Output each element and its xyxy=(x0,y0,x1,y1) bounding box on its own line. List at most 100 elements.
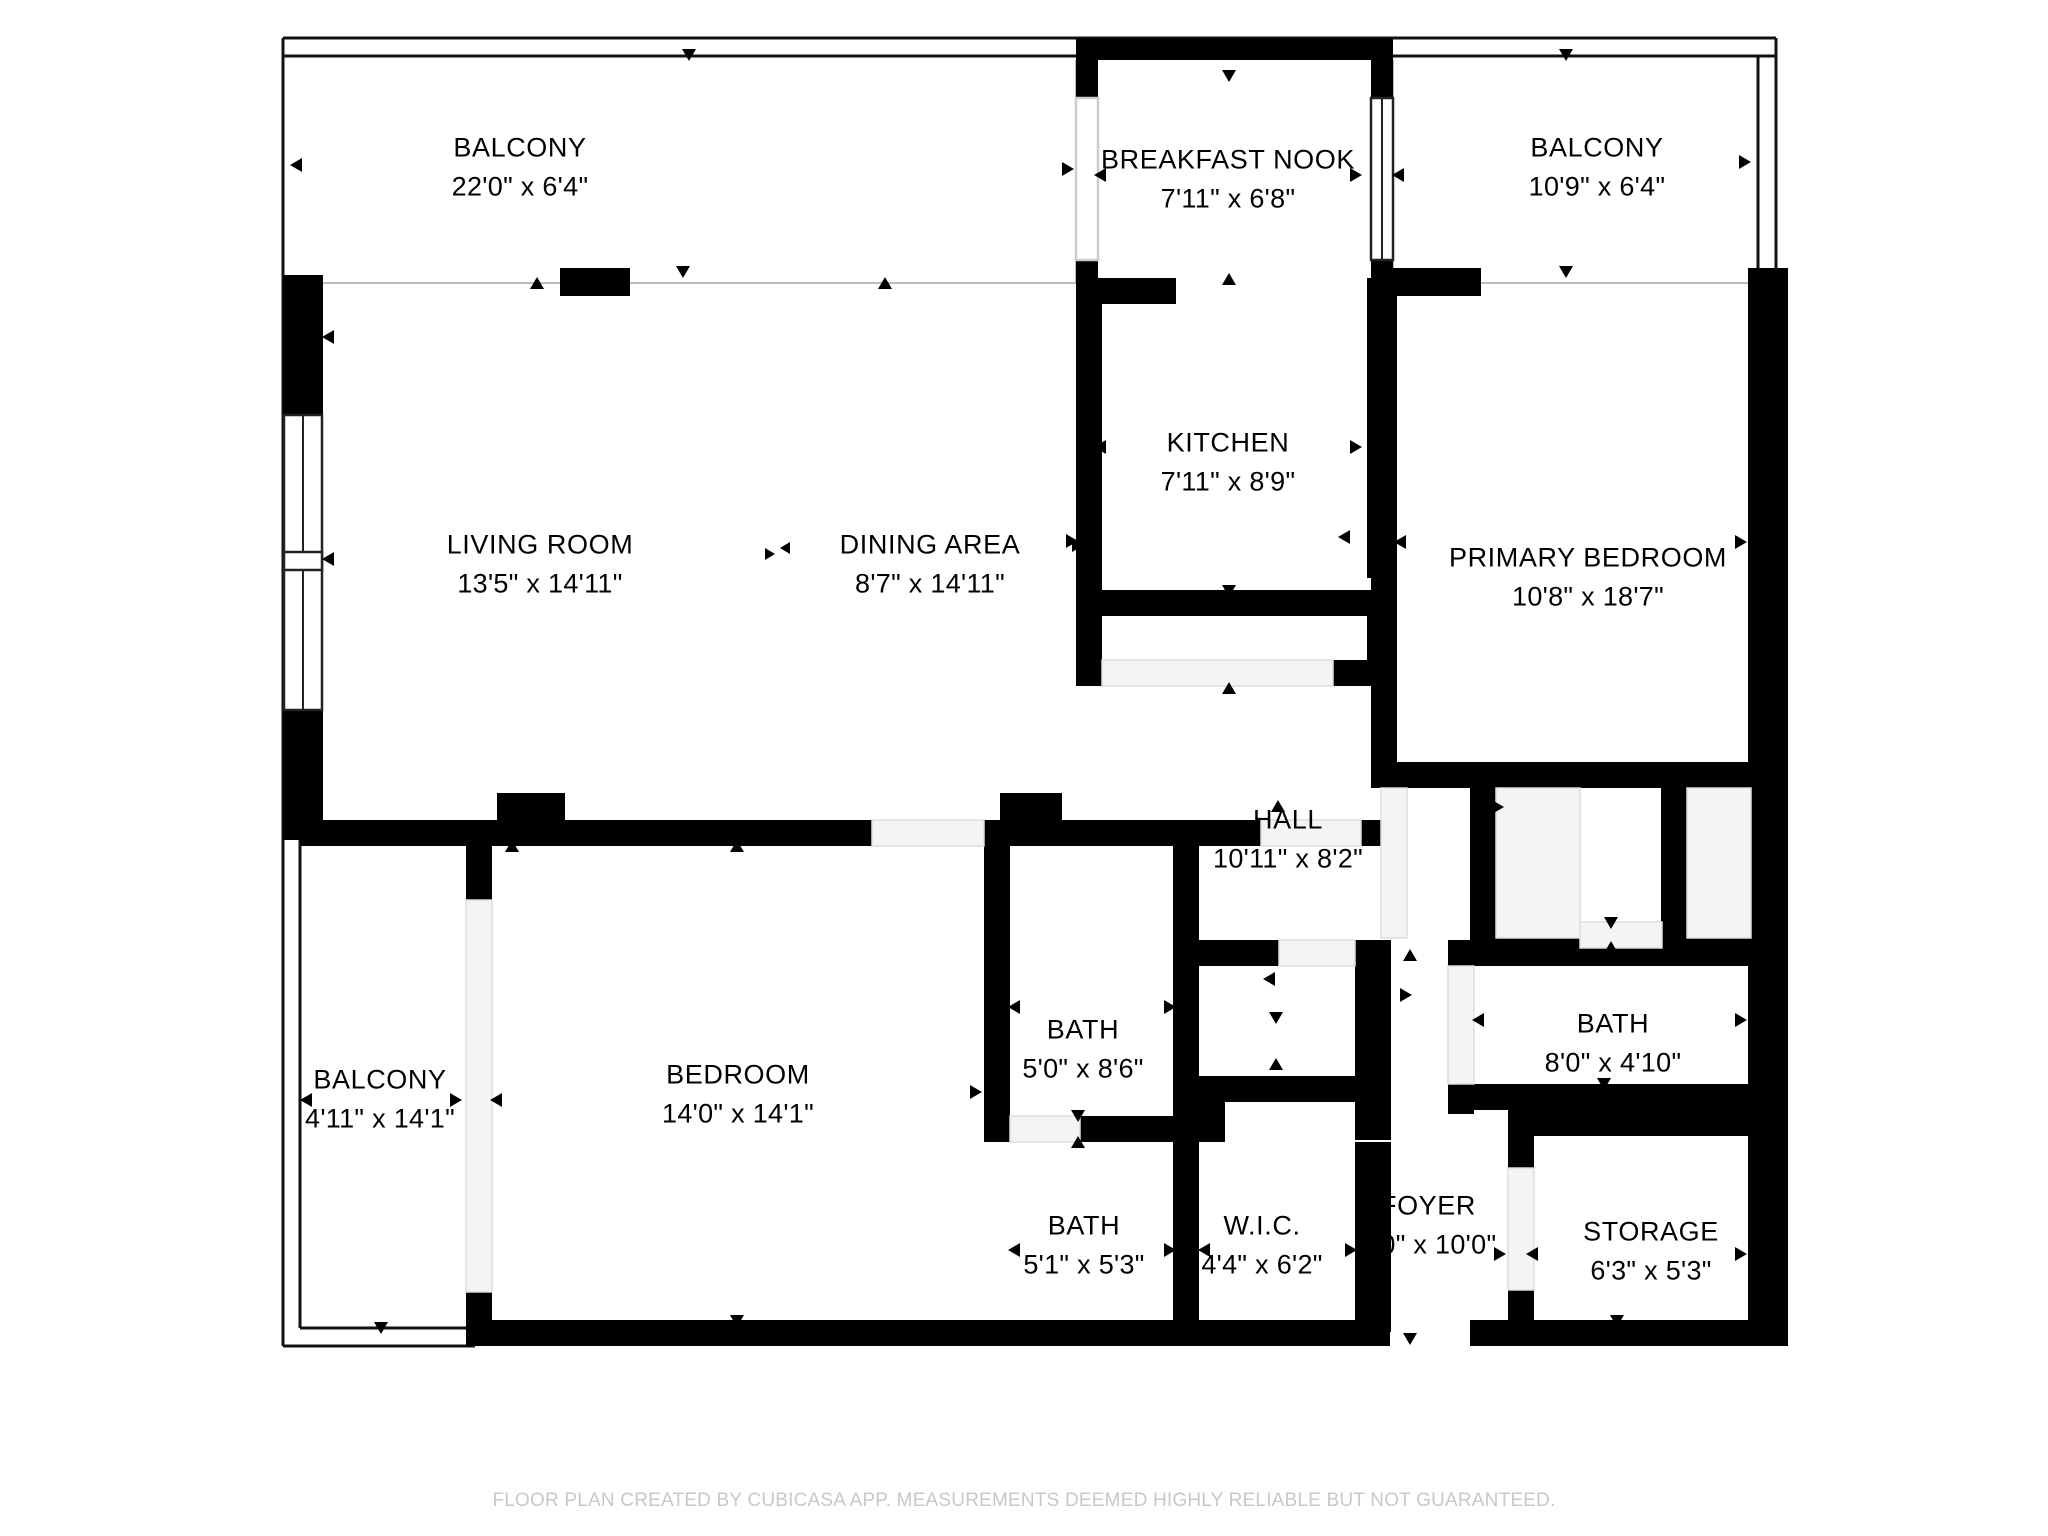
wall-bathright-bl xyxy=(1448,1084,1474,1114)
marker-balcony-l-left xyxy=(300,1093,312,1107)
marker-storage-bottom xyxy=(1610,1315,1624,1327)
wall-bath-um-right xyxy=(1173,820,1199,1150)
marker-nook-right xyxy=(1350,168,1362,182)
door-hall-bedroom-top xyxy=(1260,819,1362,847)
marker-bath-um-bot-b xyxy=(1071,1136,1085,1148)
marker-dining-top xyxy=(878,277,892,289)
direction-markers xyxy=(290,49,1751,1345)
window-living-left-mullion xyxy=(282,550,324,572)
wall-wic-right-lower xyxy=(1355,1142,1391,1332)
marker-bathright-bottom xyxy=(1597,1078,1611,1090)
wall-closet-left xyxy=(1470,762,1496,942)
interior-hairlines xyxy=(300,60,1758,284)
marker-primary-left xyxy=(1394,535,1406,549)
marker-bath-um-right xyxy=(1164,1000,1176,1014)
door-wic-hall xyxy=(1278,939,1356,967)
marker-nook-left xyxy=(1094,168,1106,182)
marker-balcony-tl-bottom xyxy=(676,266,690,278)
marker-hall-top xyxy=(1271,800,1285,812)
marker-closet-gap-bottom xyxy=(1604,941,1618,953)
door-bedroom-entry xyxy=(871,819,985,847)
marker-bath-lm-left xyxy=(1008,1243,1020,1257)
wall-bathright-bottom xyxy=(1448,1084,1754,1110)
door-kitchen-pantry xyxy=(1101,659,1334,687)
marker-storage-top xyxy=(1617,1094,1631,1106)
door-bath-um-bottom xyxy=(1009,1115,1081,1143)
wall-storage-top xyxy=(1508,1110,1758,1136)
wall-bath-um-left xyxy=(984,820,1010,1140)
marker-bath-um-left xyxy=(1008,1000,1020,1014)
marker-balcony-tl-top xyxy=(682,49,696,61)
marker-living-left-mid xyxy=(322,552,334,566)
marker-dining-right xyxy=(1066,534,1078,548)
wall-wic-mid xyxy=(1199,1076,1391,1102)
marker-balcony-l-right xyxy=(450,1093,462,1107)
marker-kitchen-right xyxy=(1350,440,1362,454)
footer-disclaimer: FLOOR PLAN CREATED BY CUBICASA APP. MEAS… xyxy=(492,1490,1556,1511)
wall-bath-lm-right xyxy=(1173,1142,1199,1332)
wall-wic-right xyxy=(1355,940,1391,1140)
marker-bathright-left xyxy=(1472,1013,1484,1027)
marker-balcony-tr-right xyxy=(1739,155,1751,169)
marker-bathright-right xyxy=(1735,1013,1747,1027)
marker-bath-lm-bottom xyxy=(1071,1328,1085,1340)
marker-bedroom-left xyxy=(490,1093,502,1107)
wall-balcony-pier-left xyxy=(560,268,630,296)
wall-primary-bottom xyxy=(1470,762,1750,788)
marker-bath-um-bot-a xyxy=(1071,1110,1085,1122)
balcony-railing-outlines xyxy=(281,36,1778,1348)
marker-nook-bottom xyxy=(1222,273,1236,285)
marker-primary-bottom-left xyxy=(1492,800,1504,814)
door-bedroom-balcony xyxy=(465,899,493,1293)
marker-balcony-l-bottom xyxy=(374,1322,388,1334)
wall-bath-um-bl xyxy=(984,1116,1010,1142)
wall-left-lower-pier xyxy=(283,710,323,840)
marker-wic-right xyxy=(1345,1243,1357,1257)
door-hall-to-primary xyxy=(1380,787,1408,939)
wall-nook-right-top-stub xyxy=(1371,38,1393,100)
wall-storage-bottom xyxy=(1470,1320,1760,1346)
wall-bedroom-pier-a xyxy=(497,793,565,846)
marker-hall-left xyxy=(1263,972,1275,986)
wall-closet-right-a xyxy=(1661,762,1687,942)
marker-pantry-bottom xyxy=(1222,682,1236,694)
door-openings xyxy=(465,659,1752,1293)
marker-living-divider-r xyxy=(765,548,775,560)
wall-bath-lm-joint xyxy=(1173,1116,1225,1142)
wall-nook-left-top-stub xyxy=(1076,38,1098,100)
marker-storage-entry-r xyxy=(1526,1247,1538,1261)
door-storage-entry xyxy=(1507,1167,1535,1291)
marker-closet-gap-top xyxy=(1604,917,1618,929)
marker-kitchen-left xyxy=(1094,440,1106,454)
marker-living-left-upper xyxy=(322,330,334,344)
marker-kitchen-right-lower xyxy=(1338,530,1350,544)
marker-balcony-tr-top xyxy=(1559,49,1573,61)
marker-kitchen-bottom xyxy=(1222,585,1236,597)
marker-bedroom-bottom xyxy=(730,1315,744,1327)
marker-wic-left xyxy=(1198,1243,1210,1257)
marker-foyer-up xyxy=(1403,949,1417,961)
marker-living-divider-l xyxy=(780,542,790,554)
door-bathright-entry xyxy=(1447,965,1475,1085)
wall-pantry-bl-corner xyxy=(1076,660,1102,686)
marker-bath-lm-right xyxy=(1164,1243,1176,1257)
marker-wic-bottom xyxy=(1269,1328,1283,1340)
marker-storage-entry-l xyxy=(1494,1247,1506,1261)
wall-top-nook xyxy=(1076,38,1393,60)
windows xyxy=(282,96,1395,712)
marker-balcony-left-top xyxy=(505,840,519,852)
marker-wic-top xyxy=(1269,1012,1283,1024)
marker-balcony-tr-left xyxy=(1392,168,1404,182)
door-closet-left xyxy=(1495,787,1581,939)
wall-left-upper-pier xyxy=(283,275,323,415)
marker-wic-mid xyxy=(1269,1058,1283,1070)
wall-right-exterior xyxy=(1748,268,1788,1346)
marker-primary-right xyxy=(1735,535,1747,549)
walls xyxy=(283,38,1788,1346)
marker-balcony-tl-left xyxy=(290,158,302,172)
window-nook-left xyxy=(1074,96,1100,262)
marker-foyer-down xyxy=(1403,1333,1417,1345)
marker-balcony-tr-bottom xyxy=(1559,266,1573,278)
marker-bath-um-outleft xyxy=(970,1085,982,1099)
